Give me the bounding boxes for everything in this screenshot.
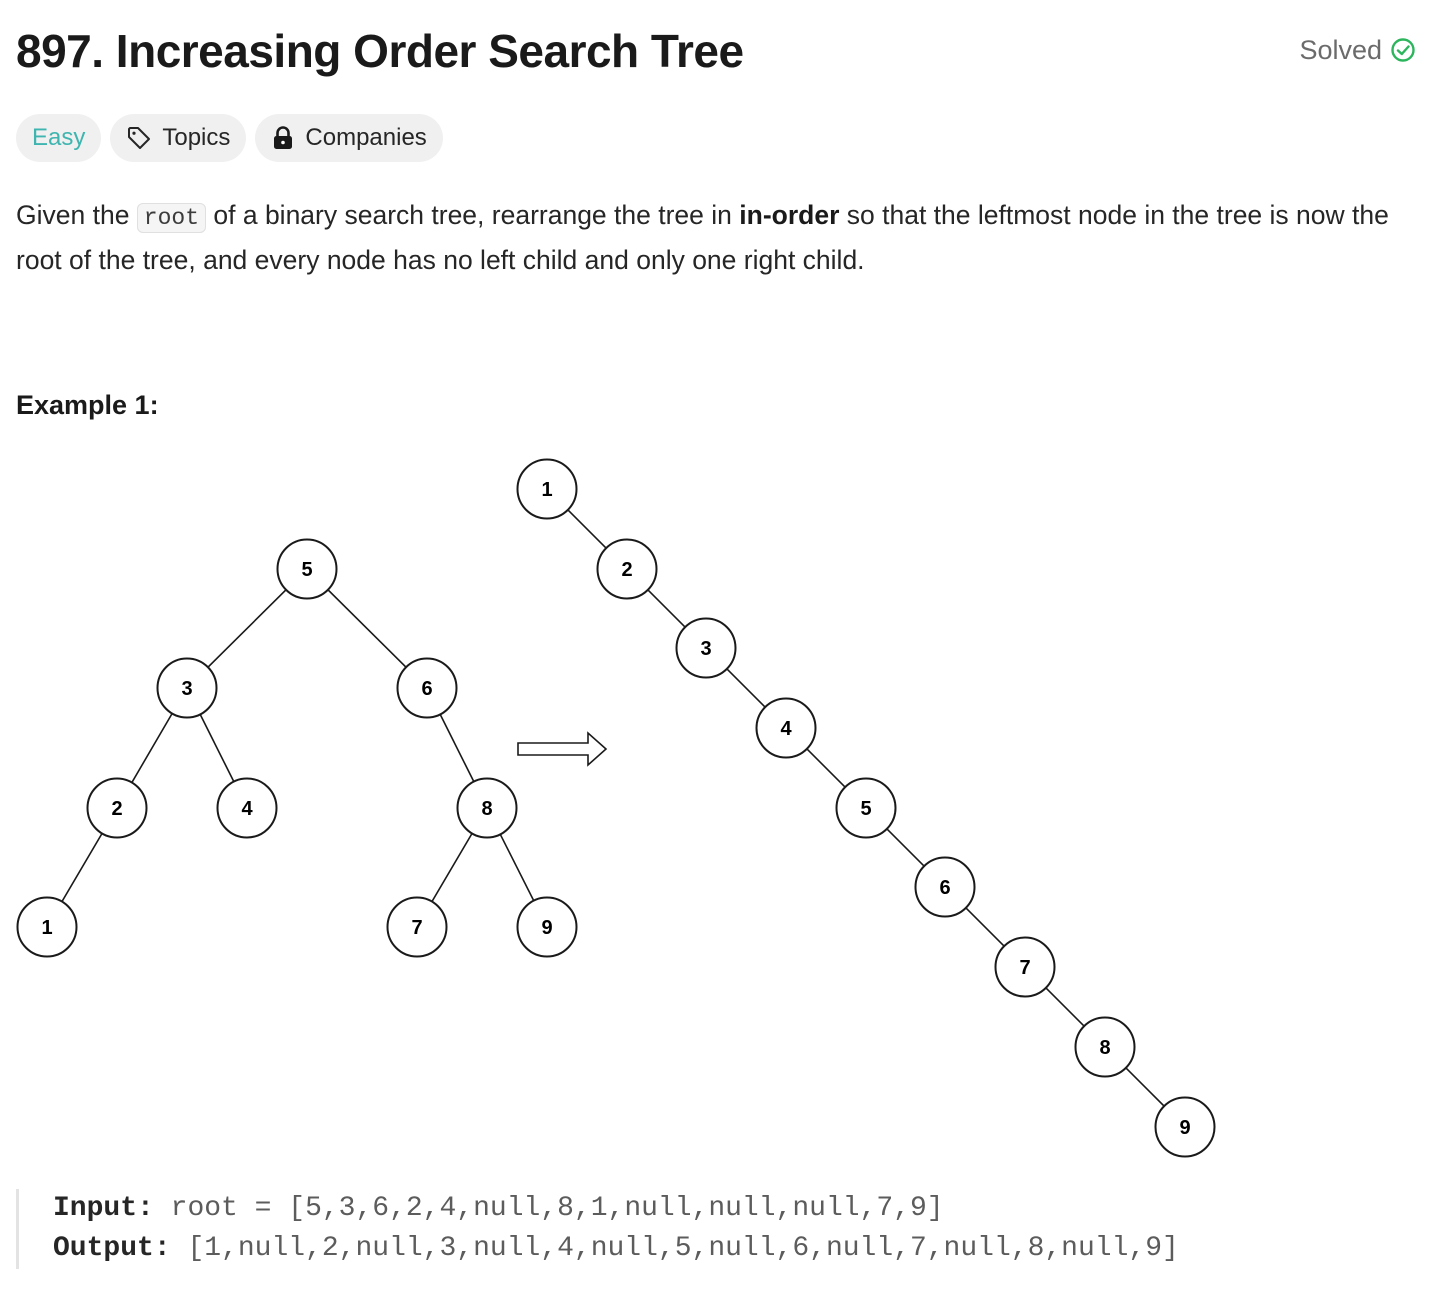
- tree-node: 2: [596, 538, 658, 600]
- tree-node: 3: [156, 657, 218, 719]
- tree-node: 7: [386, 896, 448, 958]
- node-label: 2: [621, 559, 632, 581]
- node-label: 4: [241, 798, 253, 820]
- tree-node: 8: [456, 777, 518, 839]
- node-label: 7: [411, 917, 422, 939]
- output-label: Output:: [53, 1233, 171, 1264]
- topics-button[interactable]: Topics: [110, 114, 247, 162]
- tree-node: 9: [516, 896, 578, 958]
- difficulty-badge[interactable]: Easy: [16, 114, 102, 162]
- node-label: 2: [111, 798, 122, 820]
- right-arrow-icon: [517, 731, 608, 767]
- node-label: 5: [301, 559, 312, 581]
- tree-node: 4: [755, 697, 817, 759]
- companies-label: Companies: [305, 124, 427, 151]
- difficulty-label: Easy: [32, 124, 86, 151]
- example-output-line: Output: [1,null,2,null,3,null,4,null,5,n…: [53, 1229, 1179, 1269]
- tree-node: 7: [994, 936, 1056, 998]
- desc-bold-in-order: in-order: [739, 200, 840, 230]
- input-label: Input:: [53, 1193, 154, 1224]
- tree-node: 4: [216, 777, 278, 839]
- output-tree: 1 2 3 4 5 6 7 8: [516, 458, 1216, 1158]
- example-heading: Example 1:: [16, 390, 159, 420]
- node-label: 1: [41, 917, 52, 939]
- node-label: 6: [939, 877, 950, 899]
- node-label: 5: [860, 798, 871, 820]
- solved-status: Solved: [1299, 32, 1416, 68]
- problem-description: Given the root of a binary search tree, …: [16, 194, 1421, 281]
- solved-label: Solved: [1299, 35, 1382, 65]
- node-label: 7: [1019, 957, 1030, 979]
- desc-text-2: of a binary search tree, rearrange the t…: [206, 200, 740, 230]
- lock-icon: [274, 126, 293, 149]
- node-label: 6: [421, 678, 432, 700]
- tree-node: 6: [396, 657, 458, 719]
- input-tree: 5 3 6 2 4 8 1 7: [16, 538, 578, 958]
- tree-node: 8: [1074, 1016, 1136, 1078]
- node-label: 1: [541, 479, 552, 501]
- node-label: 8: [1099, 1037, 1110, 1059]
- input-value: root = [5,3,6,2,4,null,8,1,null,null,nul…: [170, 1193, 944, 1224]
- desc-text-3: so that the leftmost node in the tree is…: [16, 200, 1389, 275]
- tree-node: 5: [835, 777, 897, 839]
- tree-node: 2: [86, 777, 148, 839]
- example-diagram: 5 3 6 2 4 8 1 7: [16, 458, 1216, 1158]
- tree-node: 5: [276, 538, 338, 600]
- tree-node: 9: [1154, 1096, 1216, 1158]
- problem-title: 897. Increasing Order Search Tree: [16, 25, 744, 77]
- output-value: [1,null,2,null,3,null,4,null,5,null,6,nu…: [187, 1233, 1179, 1264]
- check-circle-icon: [1391, 38, 1415, 62]
- tag-bar: Easy Topics Companies: [16, 114, 443, 162]
- example-input-line: Input: root = [5,3,6,2,4,null,8,1,null,n…: [53, 1189, 1179, 1229]
- node-label: 3: [700, 638, 711, 660]
- node-label: 3: [181, 678, 192, 700]
- inline-code-root: root: [136, 203, 207, 233]
- desc-text-1: Given the: [16, 200, 137, 230]
- tree-node: 1: [16, 896, 78, 958]
- node-label: 4: [780, 718, 792, 740]
- tree-node: 3: [675, 617, 737, 679]
- tree-node: 6: [914, 856, 976, 918]
- node-label: 9: [541, 917, 552, 939]
- tree-node: 1: [516, 458, 578, 520]
- topics-label: Topics: [162, 124, 231, 151]
- node-label: 8: [481, 798, 492, 820]
- tag-icon: [128, 127, 151, 149]
- node-label: 9: [1179, 1117, 1190, 1139]
- companies-button[interactable]: Companies: [255, 114, 443, 162]
- example-io-block: Input: root = [5,3,6,2,4,null,8,1,null,n…: [16, 1189, 1179, 1269]
- input-tree-edges: [46, 568, 548, 928]
